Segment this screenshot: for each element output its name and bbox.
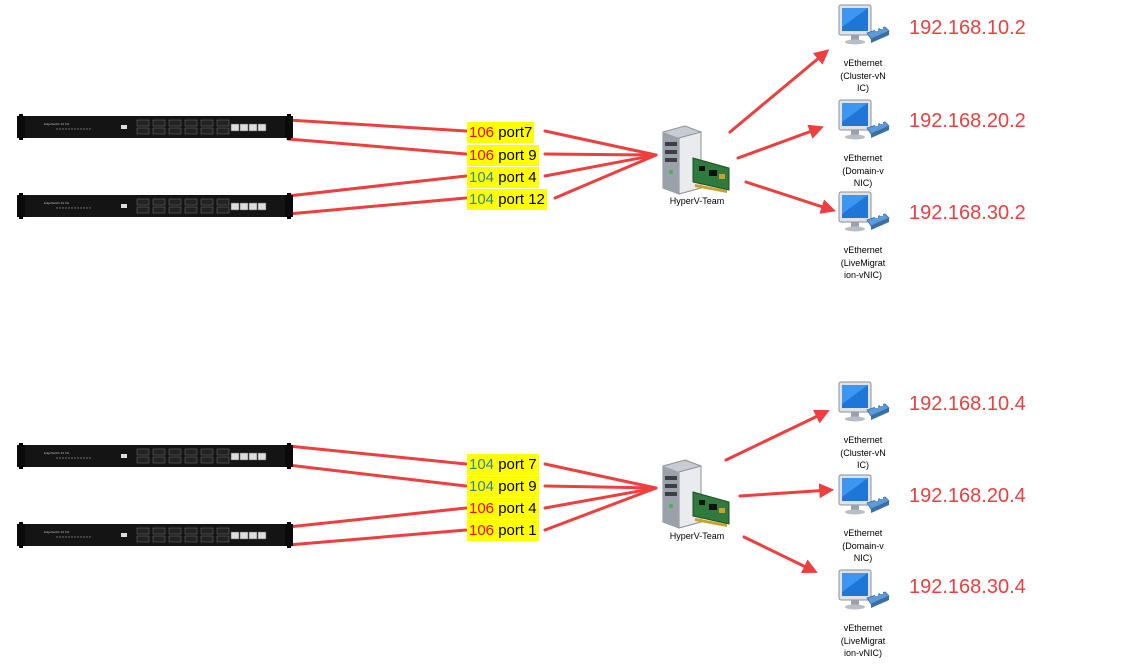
ip-address: 192.168.10.2 xyxy=(909,17,1026,39)
vnic-label: vEthernet (LiveMigrat ion-vNIC) xyxy=(833,244,893,282)
vnic-label-line: IC) xyxy=(857,460,869,470)
vnic-label-line: vEthernet xyxy=(843,58,883,68)
vnic-label-line: vEthernet xyxy=(843,245,883,255)
rack-switch-icon: EdgeSwitch 16 XG xyxy=(17,193,293,219)
ip-address: 192.168.30.2 xyxy=(909,202,1026,224)
wire xyxy=(286,118,468,133)
arrow xyxy=(728,49,830,134)
wire xyxy=(286,528,468,547)
network-computer-icon xyxy=(833,3,893,62)
port-label: 104 port 9 xyxy=(467,476,539,497)
svg-text:EdgeSwitch 16 XG: EdgeSwitch 16 XG xyxy=(44,530,70,534)
wire xyxy=(286,174,468,198)
port-label: 104 port 12 xyxy=(467,189,547,210)
rack-switch-icon: EdgeSwitch 16 XG xyxy=(17,522,293,548)
vnic-label: vEthernet (LiveMigrat ion-vNIC) xyxy=(833,622,893,660)
port-label: 106 port 4 xyxy=(467,498,539,519)
wire xyxy=(543,486,658,510)
svg-text:EdgeSwitch 16 XG: EdgeSwitch 16 XG xyxy=(44,201,70,205)
svg-text:EdgeSwitch 16 XG: EdgeSwitch 16 XG xyxy=(44,122,70,126)
vnic-label-line: (Domain-v xyxy=(842,165,884,176)
wire xyxy=(286,444,468,466)
arrow xyxy=(744,180,836,214)
vnic-label-line: vEthernet xyxy=(843,153,883,163)
wire xyxy=(543,462,658,490)
network-computer-icon xyxy=(833,568,893,627)
wire xyxy=(543,486,658,532)
arrow xyxy=(736,124,824,160)
vnic-label-line: ion-vNIC) xyxy=(843,648,882,658)
wire xyxy=(553,153,658,200)
wire xyxy=(543,152,658,157)
rack-switch-icon: EdgeSwitch 16 XG xyxy=(17,114,293,140)
vnic-label: vEthernet (Cluster-vN IC) xyxy=(833,434,893,472)
vnic-label-line: IC) xyxy=(857,83,869,93)
vnic-label-line: NIC) xyxy=(853,178,873,188)
arrow xyxy=(738,483,835,499)
vnic-label: vEthernet (Cluster-vN IC) xyxy=(833,57,893,95)
wire xyxy=(286,506,468,529)
wire xyxy=(286,463,468,488)
ip-address: 192.168.20.4 xyxy=(909,485,1026,507)
server-tower-icon xyxy=(655,458,735,535)
server-label: HyperV-Team xyxy=(669,531,725,541)
vnic-label-line: (LiveMigrat xyxy=(840,257,886,268)
network-computer-icon xyxy=(833,473,893,532)
wire xyxy=(543,129,658,157)
vnic-label-line: (Cluster-vN xyxy=(840,447,886,458)
vnic-label-line: ion-vNIC) xyxy=(843,270,882,280)
vnic-label-line: vEthernet xyxy=(843,528,883,538)
network-computer-icon xyxy=(833,190,893,249)
vnic-label-line: (LiveMigrat xyxy=(840,635,886,646)
rack-switch-icon: EdgeSwitch 16 XG xyxy=(17,443,293,469)
ip-address: 192.168.20.2 xyxy=(909,110,1026,132)
vnic-label-line: NIC) xyxy=(853,553,873,563)
port-label: 106 port7 xyxy=(467,122,535,143)
port-label: 106 port 9 xyxy=(467,145,539,166)
server-tower-icon xyxy=(655,124,735,201)
wire xyxy=(543,153,658,178)
wire xyxy=(286,196,468,216)
port-label: 104 port 4 xyxy=(467,167,539,188)
network-computer-icon xyxy=(833,380,893,439)
vnic-label-line: (Cluster-vN xyxy=(840,70,886,81)
arrow xyxy=(724,409,830,462)
wire xyxy=(286,137,468,156)
wire xyxy=(543,484,658,490)
arrow xyxy=(742,535,818,574)
server-label: HyperV-Team xyxy=(669,196,725,206)
network-computer-icon xyxy=(833,98,893,157)
ip-address: 192.168.10.4 xyxy=(909,393,1026,415)
vnic-label-line: vEthernet xyxy=(843,623,883,633)
ip-address: 192.168.30.4 xyxy=(909,576,1026,598)
port-label: 106 port 1 xyxy=(467,520,539,541)
vnic-label-line: (Domain-v xyxy=(842,540,884,551)
svg-text:EdgeSwitch 16 XG: EdgeSwitch 16 XG xyxy=(44,451,70,455)
port-label: 104 port 7 xyxy=(467,454,539,475)
vnic-label-line: vEthernet xyxy=(843,435,883,445)
